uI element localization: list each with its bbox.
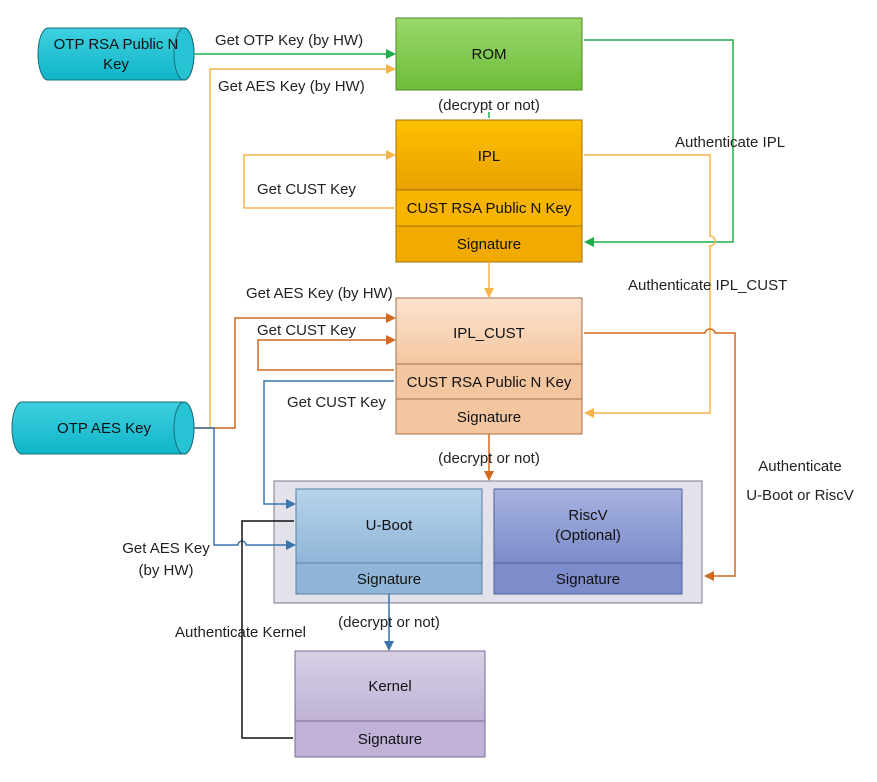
uboot-box (295, 488, 483, 564)
iplcust-signature-section (395, 398, 583, 435)
kernel-box (294, 650, 486, 722)
uboot-signature-label: Signature (357, 571, 421, 588)
label-authenticate-uboot-line2: U-Boot or RiscV (746, 487, 854, 504)
arrow-authenticate-kernel (241, 520, 294, 739)
iplcust-signature-label: Signature (457, 409, 521, 426)
label-get-aes-key-iplcust: Get AES Key (by HW) (246, 285, 393, 302)
label-decrypt-iplcust: (decrypt or not) (438, 450, 540, 467)
label-get-cust-key-uboot: Get CUST Key (287, 394, 386, 411)
rom-box (395, 17, 583, 91)
otp-aes-key-label: OTP AES Key (57, 420, 151, 437)
iplcust-cust-key-label: CUST RSA Public N Key (407, 374, 572, 391)
ipl-label: IPL (478, 148, 501, 165)
label-get-cust-key-iplcust: Get CUST Key (257, 322, 356, 339)
riscv-label-line2: (Optional) (555, 527, 621, 544)
uboot-label: U-Boot (366, 517, 414, 534)
iplcust-label: IPL_CUST (453, 325, 525, 342)
label-authenticate-kernel: Authenticate Kernel (175, 624, 306, 641)
arrow-iplcust-get-cust-key (257, 335, 396, 371)
label-authenticate-uboot-line1: Authenticate (758, 458, 841, 475)
label-get-aes-key-rom: Get AES Key (by HW) (218, 78, 365, 95)
label-authenticate-ipl: Authenticate IPL (675, 134, 785, 151)
arrow-otp-aes-to-rom (194, 64, 396, 429)
arrow-authenticate-ipl (584, 39, 734, 247)
riscv-box (493, 488, 683, 564)
label-decrypt-uboot: (decrypt or not) (338, 614, 440, 631)
label-get-aes-key-uboot-line2: (by HW) (139, 562, 194, 579)
otp-rsa-key-label-line2: Key (103, 56, 129, 73)
arrow-ipl-get-cust-key (243, 150, 396, 209)
ipl-cust-key-label: CUST RSA Public N Key (407, 200, 572, 217)
label-get-cust-key-ipl: Get CUST Key (257, 181, 356, 198)
kernel-signature-section (294, 720, 486, 758)
arrow-authenticate-ipl-cust (584, 154, 716, 418)
ipl-box (395, 119, 583, 191)
label-get-aes-key-uboot-line1: Get AES Key (122, 540, 210, 557)
arrow-get-cust-key-uboot (263, 380, 394, 509)
riscv-label-line1: RiscV (568, 507, 607, 524)
otp-aes-key-cylinder: OTP AES Key (11, 401, 195, 455)
kernel-label: Kernel (368, 678, 411, 695)
label-decrypt-rom: (decrypt or not) (438, 97, 540, 114)
rom-label: ROM (472, 46, 507, 63)
ipl-signature-label: Signature (457, 236, 521, 253)
uboot-signature-section (295, 562, 483, 595)
arrow-authenticate-uboot-riscv (584, 328, 736, 581)
kernel-signature-label: Signature (358, 731, 422, 748)
riscv-signature-label: Signature (556, 571, 620, 588)
arrow-otp-aes-to-uboot (194, 427, 296, 550)
label-authenticate-ipl-cust: Authenticate IPL_CUST (628, 277, 787, 294)
otp-rsa-key-label-line1: OTP RSA Public N (54, 36, 179, 53)
otp-rsa-key-cylinder: OTP RSA Public N Key (37, 27, 195, 81)
label-get-otp-key: Get OTP Key (by HW) (215, 32, 363, 49)
iplcust-cust-key-section (395, 363, 583, 400)
riscv-signature-section (493, 562, 683, 595)
